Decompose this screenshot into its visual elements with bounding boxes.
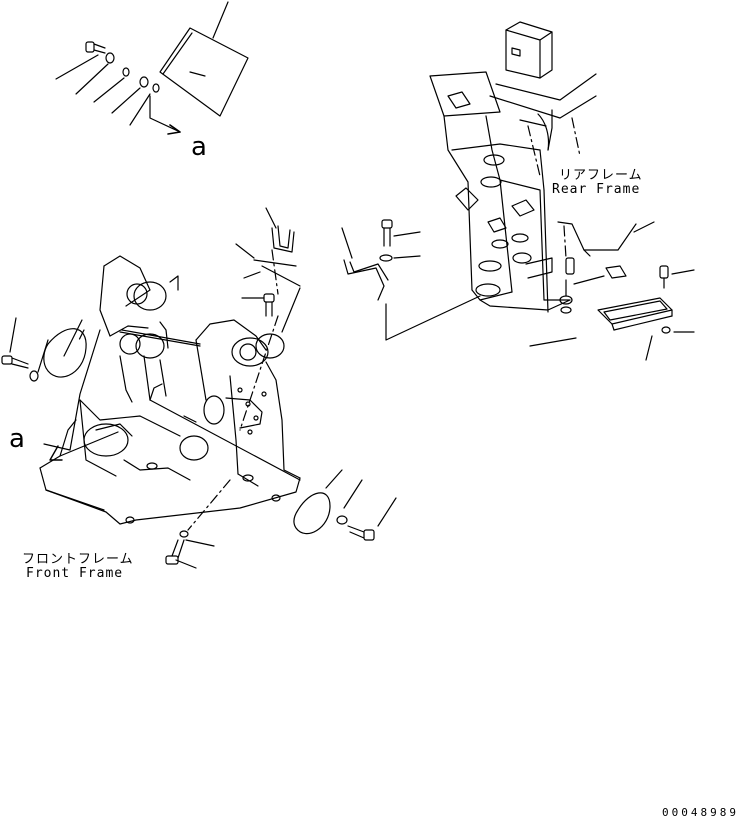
washer-icon: [122, 67, 130, 77]
cover-disc: [43, 328, 87, 378]
washer-icon: [179, 530, 189, 538]
callout-marker-left: a: [9, 424, 25, 454]
rear-frame-label-jp: リアフレーム: [559, 168, 643, 183]
bolt-icon: [381, 219, 393, 247]
front-frame-label-en: Front Frame: [26, 566, 124, 581]
cover-plate-group: [55, 1, 249, 135]
guide-lines: [77, 117, 581, 531]
washer-icon: [139, 76, 149, 88]
washer-icon: [105, 52, 115, 64]
bolt-icon: [263, 293, 275, 317]
bolt-icon: [165, 539, 185, 565]
front-frame-side-parts: [1, 207, 397, 569]
bracket-group: [341, 219, 481, 341]
rear-frame: [429, 21, 597, 313]
bolt-icon: [1, 355, 29, 369]
document-number: 00048989: [662, 806, 738, 819]
bolt-icon: [85, 41, 106, 54]
washer-icon: [29, 370, 39, 382]
rear-frame-side-parts: [529, 221, 695, 361]
callout-marker-top: a: [191, 132, 207, 162]
washer-icon: [379, 254, 393, 262]
front-frame: [39, 255, 301, 525]
washer-icon: [336, 515, 348, 525]
cover-disc: [293, 492, 331, 535]
front-frame-label-jp: フロントフレーム: [22, 552, 134, 567]
rear-frame-label-en: Rear Frame: [552, 182, 641, 197]
bolt-icon: [347, 525, 375, 541]
nut-icon: [152, 83, 160, 93]
cover-plate: [159, 27, 249, 117]
callout-arrow: [149, 95, 181, 133]
leader-line: [212, 1, 229, 39]
